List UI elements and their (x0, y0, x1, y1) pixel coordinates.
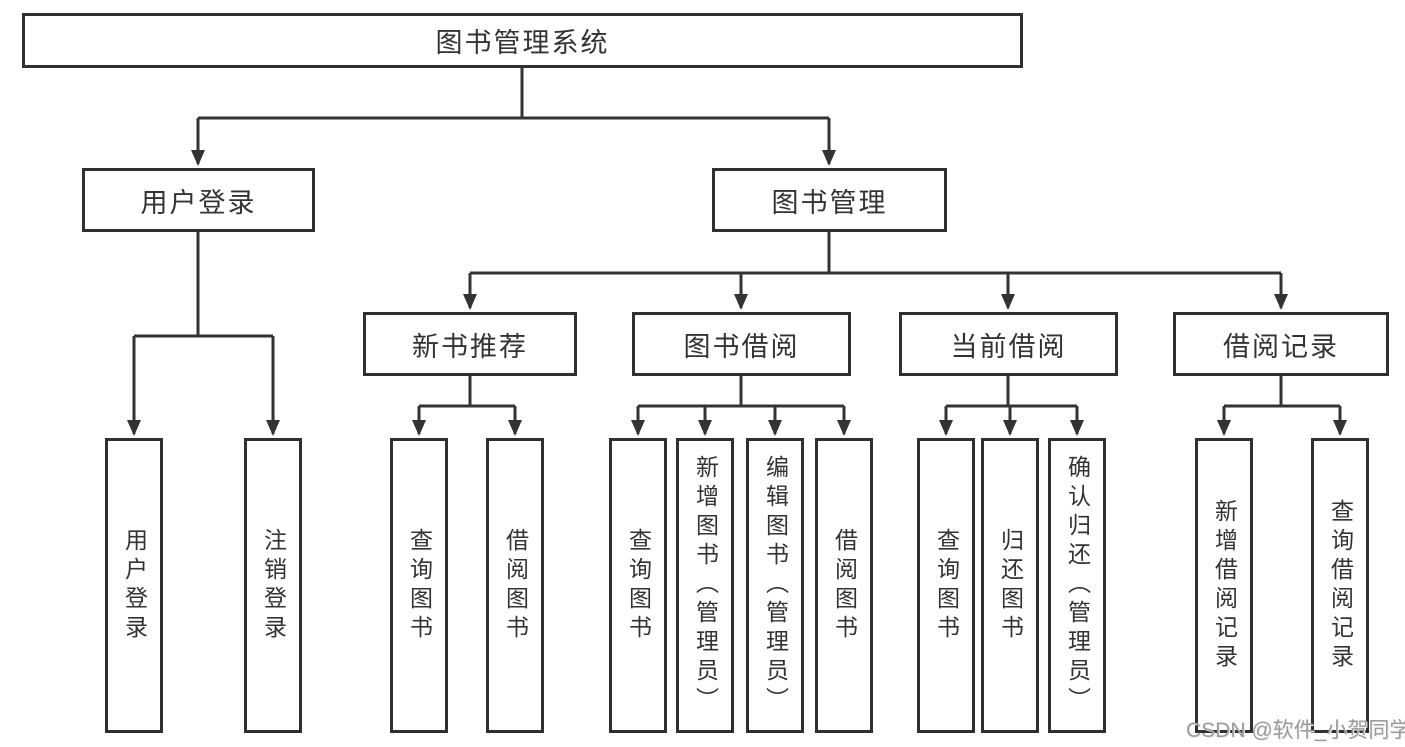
node-label: 查询借阅记录 (1327, 498, 1354, 673)
node-new-book-recommend: 新书推荐 (363, 312, 577, 376)
leaf-add-borrow-record: 新增借阅记录 (1195, 438, 1253, 733)
leaf-query-borrow-record: 查询借阅记录 (1311, 438, 1369, 733)
node-library-system: 图书管理系统 (22, 13, 1023, 68)
leaf-borrow-books: 借阅图书 (815, 438, 873, 733)
node-label: 当前借阅 (950, 331, 1067, 362)
node-label: 用户登录 (121, 527, 148, 644)
node-label: 用户登录 (140, 187, 257, 218)
node-user-login: 用户登录 (82, 168, 315, 232)
node-label: 新书推荐 (412, 331, 528, 362)
leaf-confirm-return-admin: 确认归还（管理员） (1048, 438, 1106, 733)
node-label: 图书管理系统 (435, 28, 610, 58)
leaf-return-books: 归还图书 (981, 438, 1039, 733)
node-label: 查询图书 (406, 527, 433, 644)
node-label: 新增借阅记录 (1211, 498, 1238, 673)
leaf-logout: 注销登录 (244, 438, 302, 733)
node-label: 新增图书（管理员） (692, 455, 719, 716)
leaf-query-books-current: 查询图书 (917, 438, 975, 733)
node-label: 图书借阅 (683, 331, 800, 362)
node-label: 注销登录 (260, 527, 287, 644)
node-label: 图书管理 (771, 187, 888, 218)
node-label: 借阅图书 (502, 527, 529, 644)
node-label: 借阅图书 (831, 527, 858, 644)
node-label: 编辑图书（管理员） (762, 455, 789, 716)
leaf-edit-books-admin: 编辑图书（管理员） (746, 438, 804, 733)
csdn-watermark: CSDN @软件_小贺同学 (1186, 719, 1405, 742)
leaf-user-login: 用户登录 (105, 438, 163, 733)
node-current-borrow: 当前借阅 (899, 312, 1118, 376)
leaf-query-books-borrow: 查询图书 (609, 438, 667, 733)
node-book-management: 图书管理 (712, 168, 947, 232)
node-borrow-records: 借阅记录 (1173, 312, 1389, 376)
node-label: 查询图书 (625, 527, 652, 644)
leaf-query-books-recommend: 查询图书 (390, 438, 448, 733)
node-label: 查询图书 (933, 527, 960, 644)
node-book-borrow: 图书借阅 (632, 312, 851, 376)
leaf-add-books-admin: 新增图书（管理员） (676, 438, 734, 733)
node-label: 归还图书 (997, 527, 1024, 644)
node-label: 确认归还（管理员） (1064, 455, 1091, 716)
node-label: 借阅记录 (1223, 331, 1339, 362)
leaf-borrow-books-recommend: 借阅图书 (486, 438, 544, 733)
